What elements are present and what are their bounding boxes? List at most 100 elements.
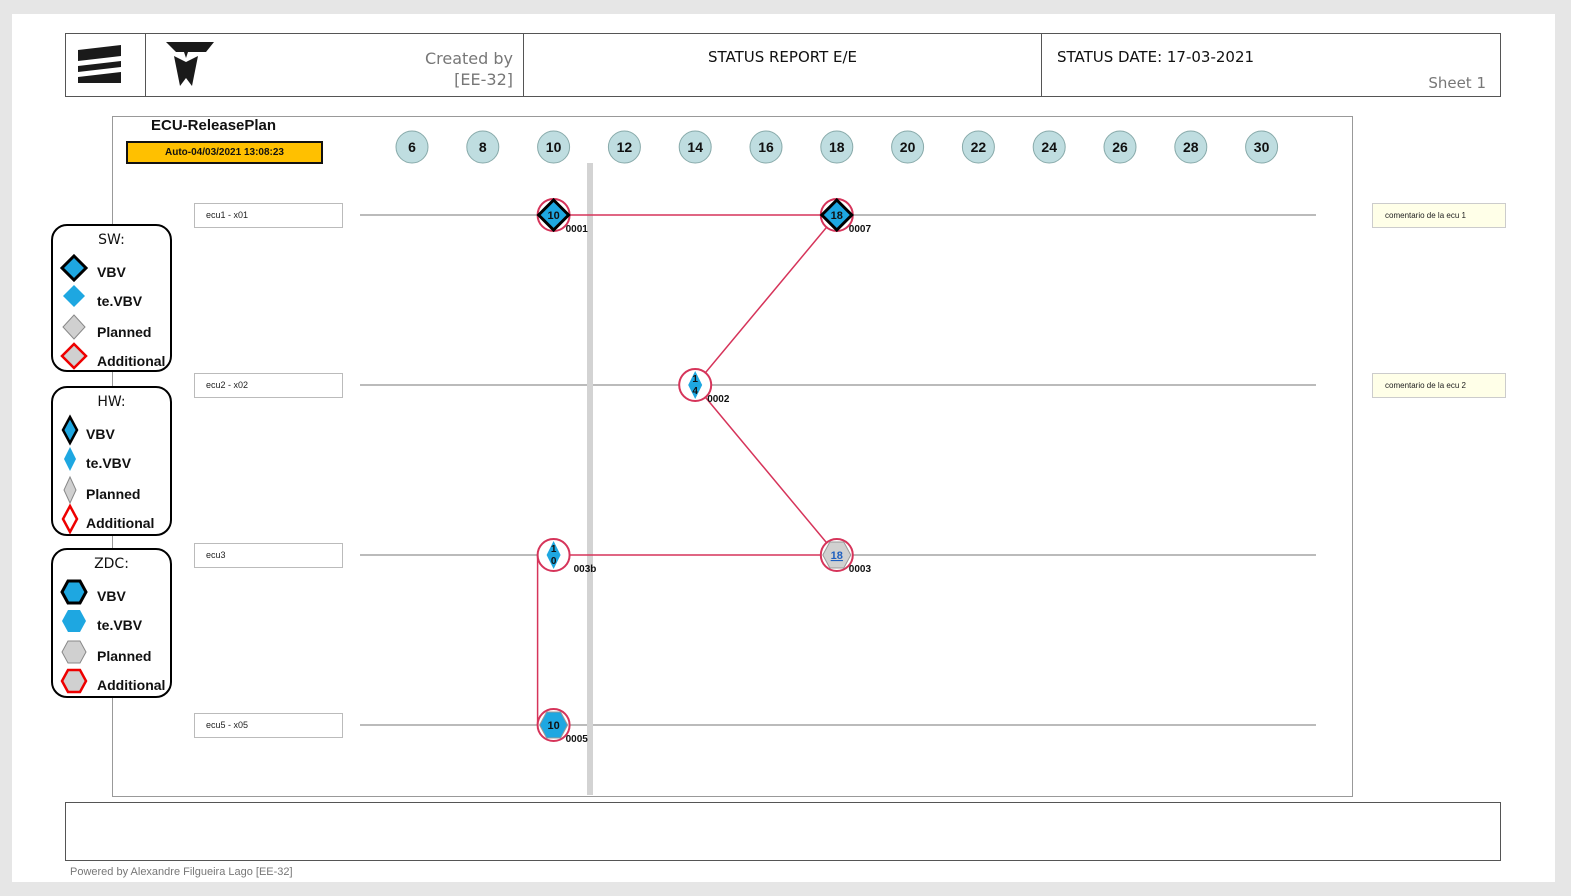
week-label: 18 bbox=[829, 139, 845, 155]
week-label: 10 bbox=[546, 139, 562, 155]
milestone-week-text: 10 bbox=[547, 210, 559, 222]
week-bubble bbox=[1103, 130, 1137, 164]
zdc-planned-icon bbox=[61, 640, 87, 664]
hw-legend-title: HW: bbox=[97, 394, 126, 410]
ecu-row-label: ecu2 - x02 bbox=[194, 373, 343, 398]
milestone: 10 003b bbox=[536, 538, 597, 575]
ecu-comment: comentario de la ecu 2 bbox=[1372, 373, 1506, 398]
week-bubble bbox=[395, 130, 429, 164]
zdc-additional-icon bbox=[60, 668, 88, 694]
week-bubble bbox=[466, 130, 500, 164]
milestone-week-text: 1 bbox=[692, 374, 698, 385]
hw-planned-icon bbox=[63, 475, 77, 505]
milestone-week-text: 10 bbox=[547, 720, 559, 732]
sw-tevbv-icon bbox=[63, 285, 85, 307]
week-bubble bbox=[1032, 130, 1066, 164]
today-marker bbox=[587, 163, 593, 795]
date-cell: STATUS DATE: 17-03-2021 Sheet 1 bbox=[1042, 34, 1500, 96]
zdc-legend-additional: Additional bbox=[97, 677, 166, 693]
sw-legend-additional: Additional bbox=[97, 353, 166, 369]
title-cell: STATUS REPORT E/E bbox=[524, 34, 1042, 96]
milestone-code: 0001 bbox=[566, 224, 589, 235]
hw-tevbv-icon bbox=[64, 447, 76, 471]
milestone-code: 0005 bbox=[566, 734, 589, 745]
ecu-comment: comentario de la ecu 1 bbox=[1372, 203, 1506, 228]
week-label: 16 bbox=[758, 139, 774, 155]
week-label: 28 bbox=[1183, 139, 1199, 155]
zdc-milestone-icon bbox=[539, 711, 569, 739]
week-bubble bbox=[537, 130, 571, 164]
milestone-week-text: 18 bbox=[831, 210, 843, 222]
hw-legend-planned: Planned bbox=[86, 486, 141, 502]
created-by: Created by [EE-32] bbox=[425, 48, 513, 90]
created-by-label: Created by bbox=[424, 49, 513, 68]
created-by-team: [EE-32] bbox=[454, 70, 513, 89]
week-label: 22 bbox=[971, 139, 987, 155]
auto-timestamp-badge: Auto-04/03/2021 13:08:23 bbox=[126, 141, 323, 164]
week-label: 30 bbox=[1254, 139, 1270, 155]
powered-by: Powered by Alexandre Filgueira Lago [EE-… bbox=[70, 866, 293, 878]
milestone-code: 003b bbox=[574, 564, 597, 575]
week-label: 8 bbox=[479, 139, 487, 155]
sw-legend-vbv: VBV bbox=[97, 264, 126, 280]
milestone-code: 0007 bbox=[849, 224, 872, 235]
week-bubble bbox=[820, 130, 854, 164]
sw-legend-tevbv: te.VBV bbox=[97, 293, 143, 309]
week-label: 12 bbox=[617, 139, 633, 155]
sw-milestone-icon bbox=[819, 197, 854, 233]
week-label: 6 bbox=[408, 139, 416, 155]
milestone-week-text: 18 bbox=[831, 550, 843, 562]
ecu-row-label: ecu5 - x05 bbox=[194, 713, 343, 738]
status-date: STATUS DATE: 17-03-2021 bbox=[1057, 48, 1255, 66]
sw-additional-icon bbox=[60, 342, 88, 370]
ecu-row-label: ecu3 bbox=[194, 543, 343, 568]
sw-planned-icon bbox=[62, 314, 86, 340]
cupra-logo bbox=[166, 42, 214, 86]
milestone: 14 0002 bbox=[678, 368, 730, 405]
zdc-tevbv-icon bbox=[62, 610, 86, 632]
week-bubble bbox=[1174, 130, 1208, 164]
hw-legend-vbv: VBV bbox=[86, 426, 115, 442]
sw-milestone-icon bbox=[536, 197, 571, 233]
release-plan-area bbox=[112, 116, 1353, 797]
sw-legend-icons bbox=[59, 253, 89, 370]
milestone-week-text: 4 bbox=[692, 386, 698, 397]
week-bubble bbox=[891, 130, 925, 164]
week-label: 20 bbox=[900, 139, 916, 155]
hw-milestone-icon bbox=[688, 371, 703, 399]
sw-vbv-icon bbox=[59, 253, 89, 283]
hw-milestone-icon bbox=[546, 541, 561, 569]
milestone: 10 0005 bbox=[536, 708, 589, 745]
sw-legend: SW: VBV te.VBV Planned Additional bbox=[51, 224, 172, 372]
week-label: 24 bbox=[1041, 139, 1057, 155]
week-bubble bbox=[961, 130, 995, 164]
zdc-legend-tevbv: te.VBV bbox=[97, 617, 143, 633]
ecu-row-label: ecu1 - x01 bbox=[194, 203, 343, 228]
sheet-number: Sheet 1 bbox=[1428, 74, 1486, 92]
hw-legend-tevbv: te.VBV bbox=[86, 455, 132, 471]
dependency-link bbox=[694, 214, 838, 386]
sw-legend-planned: Planned bbox=[97, 324, 152, 340]
report-title: STATUS REPORT E/E bbox=[707, 48, 858, 66]
milestone: 10 0001 bbox=[536, 197, 589, 235]
week-bubble bbox=[749, 130, 783, 164]
plan-title: ECU-ReleasePlan bbox=[151, 117, 277, 134]
cupra-logo-cell: Created by [EE-32] bbox=[146, 34, 524, 96]
zdc-legend-title: ZDC: bbox=[94, 556, 129, 572]
week-bubble bbox=[678, 130, 712, 164]
zdc-legend-vbv: VBV bbox=[97, 588, 126, 604]
hw-additional-icon bbox=[61, 503, 79, 535]
milestone-week-text: 0 bbox=[551, 556, 557, 567]
zdc-legend: ZDC: VBV te.VBV Planned Additional bbox=[51, 548, 172, 698]
hw-legend-icons bbox=[61, 414, 79, 535]
zdc-milestone-icon bbox=[822, 541, 852, 569]
week-bubble bbox=[1245, 130, 1279, 164]
zdc-vbv-icon bbox=[60, 579, 88, 605]
dependency-link bbox=[694, 384, 838, 556]
sw-legend-title: SW: bbox=[98, 232, 125, 248]
milestone-code: 0002 bbox=[707, 394, 730, 405]
report-header: Created by [EE-32] STATUS REPORT E/E STA… bbox=[65, 33, 1501, 97]
hw-vbv-icon bbox=[61, 414, 79, 446]
milestone-week-text: 1 bbox=[551, 544, 557, 555]
